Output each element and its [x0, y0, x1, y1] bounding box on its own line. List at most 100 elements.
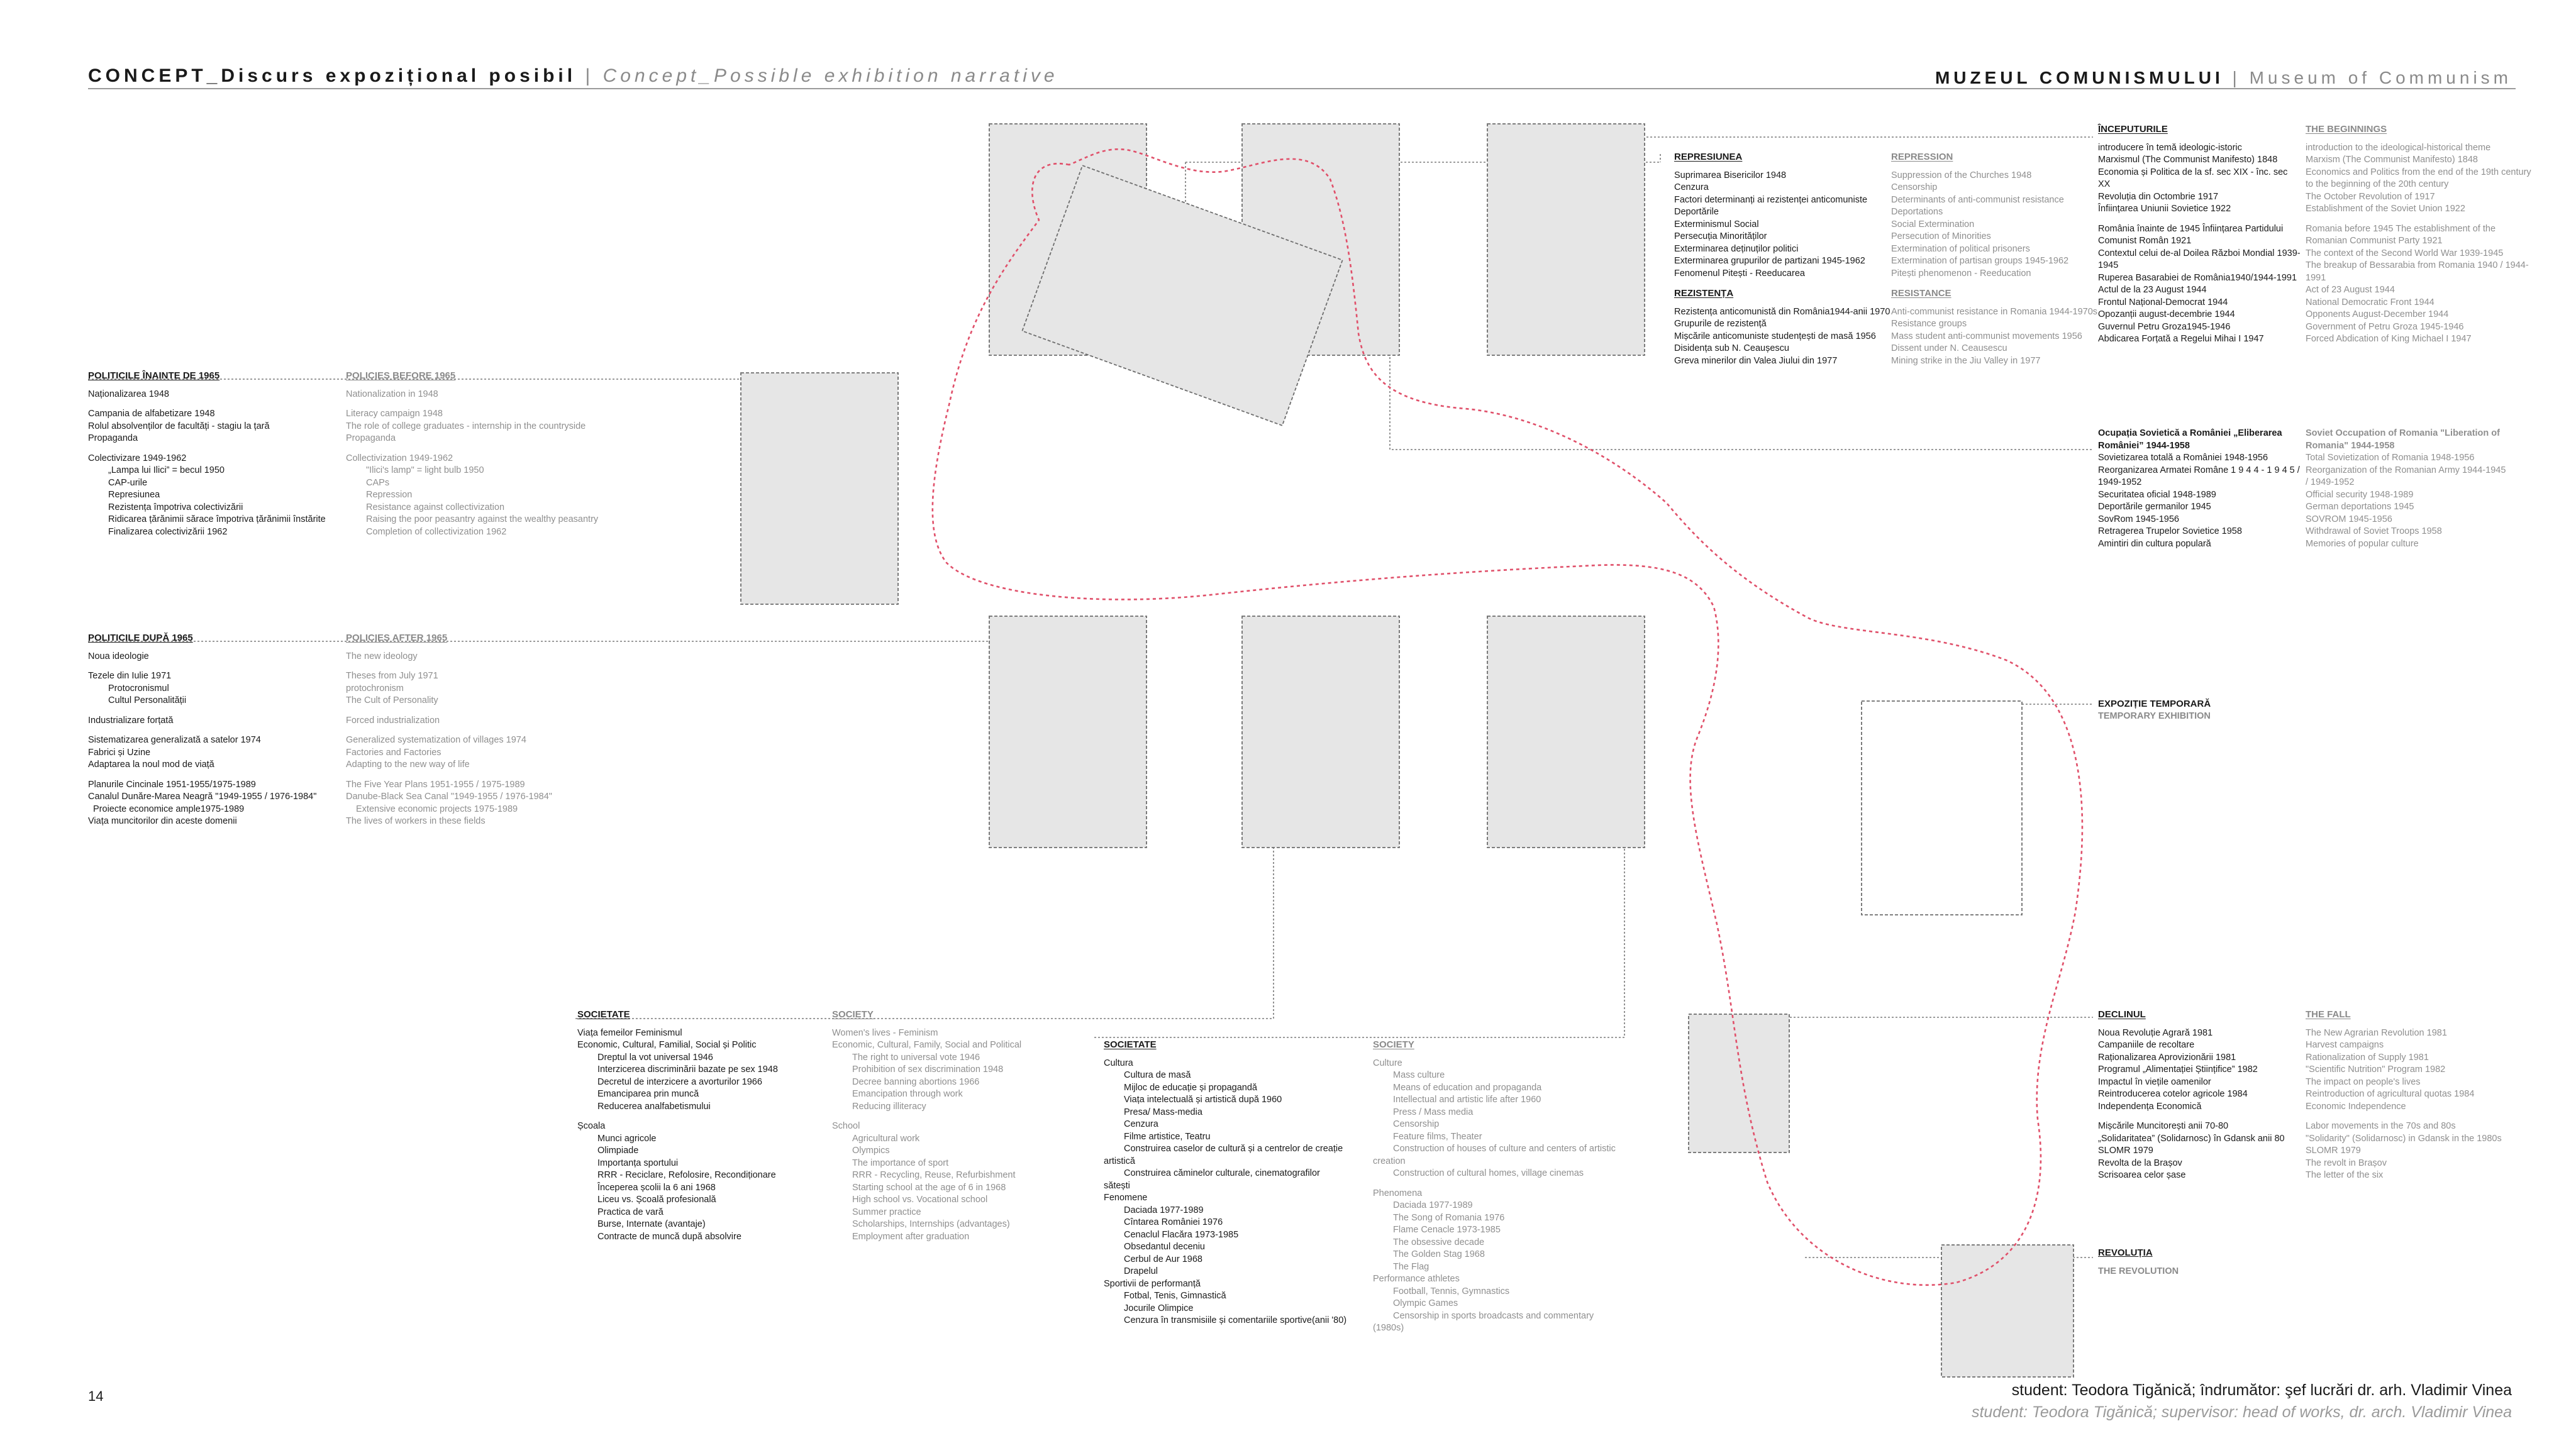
list-item: Economic, Cultural, Family, Social and P…: [832, 1040, 1022, 1050]
list-item: The revolt in Brașov: [2306, 1158, 2387, 1168]
beginnings-en: THE BEGINNINGS introduction to the ideol…: [2306, 123, 2531, 346]
list-item: Disidența sub N. Ceaușescu: [1674, 343, 1789, 353]
list-item: SOVROM 1945-1956: [2306, 514, 2392, 524]
heading-ro: REVOLUȚIA: [2098, 1247, 2153, 1258]
list-item: [2098, 216, 2296, 223]
list-item: (1980s): [1373, 1323, 1404, 1333]
list-item: Agricultural work: [852, 1133, 920, 1144]
list-item: Romanian Communist Party 1921: [2306, 236, 2443, 246]
list-item: RRR - Recycling, Reuse, Refurbishment: [852, 1170, 1016, 1180]
list-item: Abdicarea Forțată a Regelui Mihai I 1947: [2098, 334, 2264, 344]
list-item: Drapelul: [1124, 1266, 1158, 1276]
list-item: Exterminismul Social: [1674, 219, 1759, 229]
list-item: Mining strike in the Jiu Valley in 1977: [1891, 355, 2041, 366]
list-item: Censorship: [1393, 1119, 1440, 1129]
list-item: [1373, 1180, 1637, 1188]
list-item: Reorganization of the Romanian Army 1944…: [2306, 465, 2506, 475]
list-item: Literacy campaign 1948: [346, 409, 443, 419]
policies-before-en: POLICIES BEFORE 1965 Nationalization in …: [346, 370, 616, 538]
list-item: Employment after graduation: [852, 1231, 970, 1242]
list-item: Opozanții august-decembrie 1944: [2098, 309, 2235, 319]
list-item: The October Revolution of 1917: [2306, 191, 2435, 202]
list-item: [832, 1113, 1084, 1120]
room-fall: [1688, 1014, 1790, 1153]
title-separator: |: [585, 65, 594, 86]
list-item: CAP-urile: [108, 477, 148, 488]
room-temporary-exhibition: [1861, 700, 2023, 915]
list-item: Guvernul Petru Groza1945-1946: [2098, 321, 2231, 332]
room-policies-before: [740, 372, 899, 605]
list-item: Reducerea analfabetismului: [597, 1101, 711, 1112]
list-item: Noua Revoluție Agrară 1981: [2098, 1027, 2213, 1038]
list-item: The role of college graduates - internsh…: [346, 421, 586, 431]
connector-society-1: [575, 836, 1274, 1019]
list-item: Canalul Dunăre-Marea Neagră "1949-1955 /…: [88, 792, 317, 802]
heading: THE BEGINNINGS: [2306, 124, 2387, 135]
list-item: Naționalizarea 1948: [88, 389, 169, 399]
list-item: Factori determinanți ai rezistenței anti…: [1674, 194, 1868, 205]
list-item: Culture: [1373, 1058, 1402, 1068]
list-item: Reintroduction of agricultural quotas 19…: [2306, 1089, 2475, 1099]
list-item: Reducing illiteracy: [852, 1101, 926, 1112]
list-item: artistică: [1104, 1156, 1135, 1166]
list-item: Represiunea: [108, 490, 160, 500]
list-item: XX: [2098, 179, 2111, 189]
heading: THE FALL: [2306, 1009, 2351, 1020]
list-item: Olympic Games: [1393, 1298, 1458, 1308]
list-item: Rezistența anticomunistă din România1944…: [1674, 306, 1890, 317]
list-item: Persecution of Minorities: [1891, 231, 1991, 241]
list-item: Romania before 1945 The establishment of…: [2306, 223, 2496, 234]
list-item: Withdrawal of Soviet Troops 1958: [2306, 526, 2442, 536]
list-item: Mass culture: [1393, 1070, 1445, 1080]
list-item: Factories and Factories: [346, 747, 441, 758]
list-item: Flame Cenacle 1973-1985: [1393, 1225, 1501, 1235]
list-item: The letter of the six: [2306, 1170, 2384, 1180]
list-item: Emancipation through work: [852, 1089, 963, 1099]
list-item: Reintroducerea cotelor agricole 1984: [2098, 1089, 2248, 1099]
list-item: Scholarships, Internships (advantages): [852, 1219, 1010, 1229]
museum-ro: MUZEUL COMUNISMULUI: [1935, 68, 2224, 87]
list-item: Resistance groups: [1891, 319, 1967, 329]
list-item: Cultura: [1104, 1058, 1133, 1068]
room-society-3: [1487, 616, 1645, 848]
list-item: Propaganda: [88, 433, 138, 443]
list-item: Practica de vară: [597, 1207, 663, 1217]
list-item: Cenaclul Flacăra 1973-1985: [1124, 1229, 1239, 1240]
heading-b: României” 1944-1958: [2098, 440, 2190, 451]
list-item: „Lampa lui Ilici” = becul 1950: [108, 465, 225, 475]
list-item: protochronism: [346, 683, 404, 694]
list-item: Football, Tennis, Gymnastics: [1393, 1286, 1510, 1296]
list-item: Tezele din Iulie 1971: [88, 671, 172, 681]
room-repression: [1487, 123, 1645, 356]
list-item: Resistance against collectivization: [366, 502, 505, 512]
list-item: Memories of popular culture: [2306, 538, 2419, 549]
list-item: [88, 727, 333, 734]
list-item: High school vs. Vocational school: [852, 1195, 988, 1205]
list-item: "Scientific Nutrition" Program 1982: [2306, 1064, 2446, 1075]
list-item: Înființarea Uniunii Sovietice 1922: [2098, 204, 2231, 214]
list-item: Decree banning abortions 1966: [852, 1076, 980, 1087]
list-item: Contracte de muncă după absolvire: [597, 1231, 741, 1242]
item-list: Sovietizarea totală a României 1948-1956…: [2098, 452, 2300, 550]
repression-en: REPRESSION Suppression of the Churches 1…: [1891, 151, 2097, 367]
heading: REPRESSION: [1891, 152, 1953, 162]
list-item: Theses from July 1971: [346, 671, 438, 681]
heading-en: TEMPORARY EXHIBITION: [2098, 710, 2211, 721]
list-item: Forced industrialization: [346, 715, 440, 726]
list-item: Raționalizarea Aprovizionării 1981: [2098, 1052, 2236, 1063]
list-item: Dreptul la vot universal 1946: [597, 1052, 713, 1063]
list-item: Official security 1948-1989: [2306, 489, 2414, 500]
list-item: introduction to the ideological-historic…: [2306, 142, 2491, 153]
heading-b: Romania" 1944-1958: [2306, 440, 2395, 451]
list-item: Means of education and propaganda: [1393, 1082, 1542, 1093]
heading: REPRESIUNEA: [1674, 152, 1743, 162]
list-item: Harvest campaigns: [2306, 1040, 2384, 1050]
list-item: Starting school at the age of 6 in 1968: [852, 1182, 1006, 1193]
